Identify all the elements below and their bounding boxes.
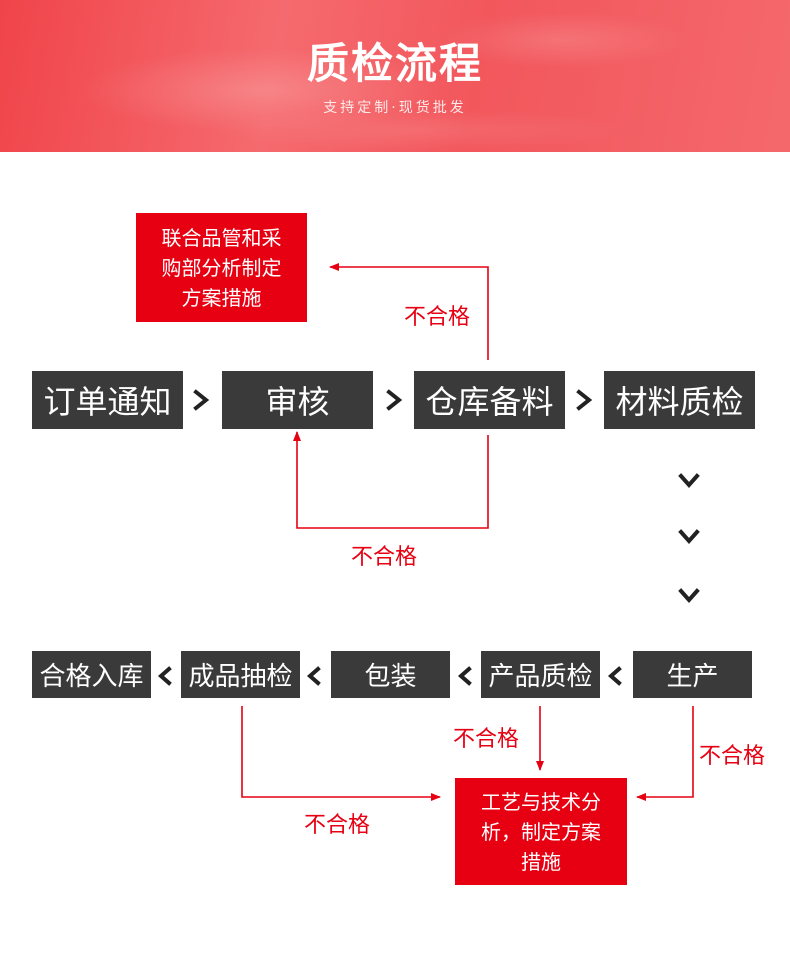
chevron-down-icon bbox=[678, 588, 700, 604]
chevron-left-icon bbox=[157, 666, 172, 686]
step-production: 生产 bbox=[633, 651, 752, 698]
redbox-line: 方案措施 bbox=[181, 285, 262, 310]
chevron-right-icon bbox=[576, 389, 593, 411]
redbox-line: 工艺与技术分 bbox=[481, 789, 601, 814]
redbox-process-analysis: 工艺与技术分 析，制定方案 措施 bbox=[455, 778, 627, 885]
page-subtitle: 支持定制·现货批发 bbox=[323, 100, 467, 116]
fail-label: 不合格 bbox=[404, 305, 471, 330]
step-product-qc: 产品质检 bbox=[481, 651, 600, 698]
chevron-down-icon bbox=[678, 473, 700, 489]
connector-warehouse-to-redbox bbox=[329, 263, 489, 360]
redbox-joint-analysis: 联合品管和采 购部分析制定 方案措施 bbox=[136, 213, 307, 322]
chevron-down-icon bbox=[678, 529, 700, 545]
chevron-left-icon bbox=[607, 666, 622, 686]
connector-warehouse-to-review bbox=[293, 431, 489, 529]
fail-label: 不合格 bbox=[351, 545, 418, 570]
chevron-left-icon bbox=[457, 666, 472, 686]
step-order-notice: 订单通知 bbox=[32, 371, 183, 429]
step-packaging: 包装 bbox=[331, 651, 450, 698]
fail-label: 不合格 bbox=[699, 744, 766, 769]
connector-production-to-redbox bbox=[636, 706, 694, 801]
redbox-line: 联合品管和采 bbox=[161, 225, 282, 250]
banner-splash-decoration bbox=[0, 0, 790, 152]
page-title: 质检流程 bbox=[306, 39, 483, 88]
step-warehouse-prep: 仓库备料 bbox=[414, 371, 565, 429]
redbox-line: 购部分析制定 bbox=[161, 255, 282, 280]
step-review: 审核 bbox=[222, 371, 373, 429]
fail-label: 不合格 bbox=[304, 813, 371, 838]
step-qualified-storage: 合格入库 bbox=[32, 651, 151, 698]
header-banner: 质检流程 支持定制·现货批发 bbox=[0, 0, 790, 152]
chevron-right-icon bbox=[386, 389, 403, 411]
redbox-line: 措施 bbox=[521, 849, 561, 874]
redbox-line: 析，制定方案 bbox=[481, 819, 601, 844]
step-finished-inspection: 成品抽检 bbox=[181, 651, 300, 698]
chevron-right-icon bbox=[193, 389, 210, 411]
step-material-qc: 材料质检 bbox=[604, 371, 755, 429]
chevron-left-icon bbox=[306, 666, 321, 686]
fail-label: 不合格 bbox=[453, 727, 520, 752]
connector-inspection-to-redbox bbox=[241, 706, 441, 801]
